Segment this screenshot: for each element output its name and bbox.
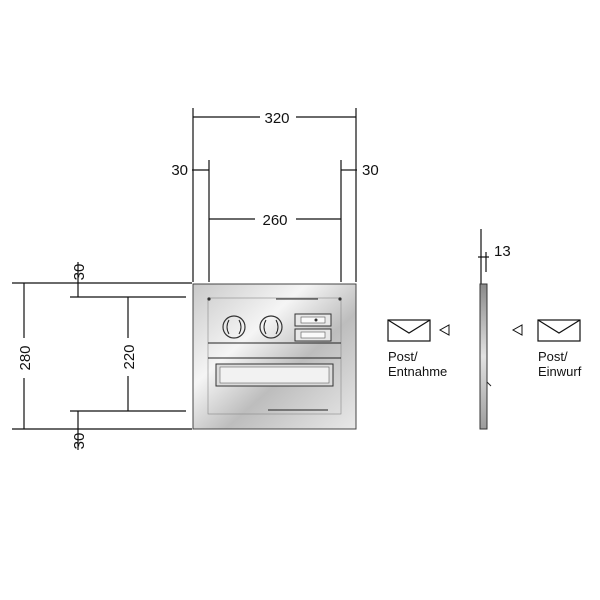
dimension-label-bottom-30: 30 (71, 433, 88, 450)
mailbox-side-view: 13 (478, 229, 511, 430)
withdrawal-indicator: Post/ Entnahme (387, 319, 450, 379)
envelope-icon (387, 319, 431, 342)
withdrawal-label-line1: Post/ (388, 349, 418, 364)
dimension-side-offsets: 30 30 (171, 160, 379, 282)
dimension-label-right-30: 30 (362, 162, 379, 179)
insertion-indicator: Post/ Einwurf (511, 319, 582, 379)
dimension-label-13: 13 (494, 243, 511, 260)
dimension-label-320: 320 (264, 110, 289, 127)
dimension-heights: 280 220 30 30 (12, 262, 192, 450)
bell-button-icon (294, 328, 332, 342)
envelope-icon (537, 319, 581, 342)
dimension-total-width: 320 (192, 108, 357, 282)
arrow-left-icon (511, 324, 523, 336)
speaker-icon (222, 315, 246, 339)
insertion-label-line1: Post/ (538, 349, 568, 364)
screw-icon (207, 297, 211, 301)
bell-button-icon (294, 313, 332, 327)
arrow-left-icon (438, 324, 450, 336)
dimension-label-top-30: 30 (71, 264, 88, 281)
dimension-label-220: 220 (121, 344, 138, 369)
screw-icon (338, 297, 342, 301)
withdrawal-label-line2: Entnahme (388, 364, 447, 379)
speaker-icon (259, 315, 283, 339)
mail-slot (215, 363, 334, 387)
dimension-label-left-30: 30 (171, 162, 188, 179)
mailbox-front-plate (192, 283, 357, 430)
dimension-label-260: 260 (262, 212, 287, 229)
insertion-label-line2: Einwurf (538, 364, 582, 379)
dimension-inner-width: 260 (209, 212, 341, 229)
dimension-label-280: 280 (17, 345, 34, 370)
